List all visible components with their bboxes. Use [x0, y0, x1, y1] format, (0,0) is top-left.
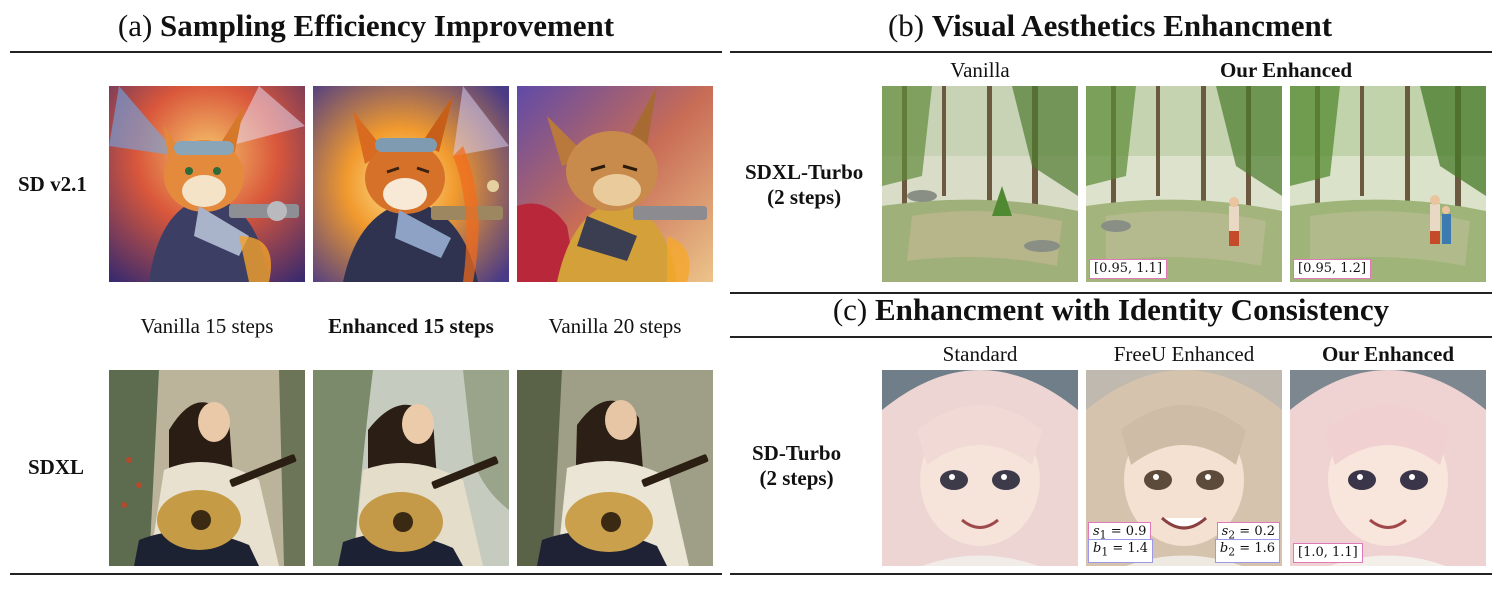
freeu-s2-value: 0.2: [1254, 524, 1275, 539]
col-label-enhanced-15: Enhanced 15 steps: [328, 314, 494, 338]
row-label-sd-turbo-line1: SD-Turbo: [752, 441, 842, 465]
scale-tag-095-11: [0.95, 1.1]: [1089, 259, 1168, 279]
row-label-sd-v21: SD v2.1: [18, 172, 87, 196]
row-label-sdxl-turbo-line2: (2 steps): [767, 184, 842, 209]
panel-a-title: (a) Sampling Efficiency Improvement: [10, 8, 722, 44]
fox-enhanced-15-image: [313, 86, 509, 282]
col-label-vanilla: Vanilla: [950, 58, 1010, 82]
anime-freeu-image: s1 = 0.9 s2 = 0.2 b1 = 1.4 b2 = 1.6: [1086, 370, 1282, 566]
anime-ours-image: [1.0, 1.1]: [1290, 370, 1486, 566]
lake-enhanced-1-image: [0.95, 1.1]: [1086, 86, 1282, 282]
row-label-sdxl-turbo: SDXL-Turbo (2 steps): [745, 160, 863, 210]
panel-c-title: (c) Enhancment with Identity Consistency: [730, 292, 1492, 328]
panel-b-top-rule: [730, 51, 1492, 53]
panel-a-top-rule: [10, 51, 722, 53]
fox-vanilla-15-image: [109, 86, 305, 282]
fox-vanilla-20-image: [517, 86, 713, 282]
freeu-b1-tag: b1 = 1.4: [1088, 539, 1154, 563]
col-label-vanilla-20: Vanilla 20 steps: [548, 314, 682, 338]
col-label-vanilla-15: Vanilla 15 steps: [140, 314, 274, 338]
anime-standard-image: [882, 370, 1078, 566]
panel-b-bottom-rule: [730, 292, 1492, 294]
panel-b-label: (b): [887, 8, 925, 43]
lute-vanilla-20-image: [517, 370, 713, 566]
panel-b-heading: Visual Aesthetics Enhancment: [931, 8, 1333, 43]
col-label-our-enhanced-b: Our Enhanced: [1219, 58, 1353, 82]
panel-c-heading: Enhancment with Identity Consistency: [875, 292, 1390, 327]
lake-enhanced-2-image: [0.95, 1.2]: [1290, 86, 1486, 282]
row-label-sdxl-turbo-line1: SDXL-Turbo: [745, 160, 864, 184]
row-label-sdxl: SDXL: [28, 455, 85, 479]
freeu-s1-value: 0.9: [1125, 524, 1147, 539]
panel-a-heading: Sampling Efficiency Improvement: [160, 8, 615, 43]
freeu-b2-tag: b2 = 1.6: [1214, 539, 1280, 563]
freeu-b1-value: 1.4: [1127, 541, 1149, 557]
panel-b-title: (b) Visual Aesthetics Enhancment: [730, 8, 1490, 44]
panel-c-bottom-rule: [730, 573, 1492, 575]
col-label-freeu-enhanced: FreeU Enhanced: [1113, 342, 1255, 366]
lake-vanilla-image: [882, 86, 1078, 282]
row-label-sd-turbo: SD-Turbo (2 steps): [752, 441, 841, 491]
lute-vanilla-15-image: [109, 370, 305, 566]
ours-scale-tag: [1.0, 1.1]: [1293, 543, 1363, 563]
panel-a-label: (a): [117, 8, 153, 43]
panel-c-label: (c): [832, 292, 868, 327]
panel-c-top-rule: [730, 336, 1492, 338]
panel-a-bottom-rule: [10, 573, 722, 575]
scale-tag-095-12: [0.95, 1.2]: [1293, 259, 1372, 279]
row-label-sd-turbo-line2: (2 steps): [759, 465, 834, 490]
col-label-standard: Standard: [942, 342, 1018, 366]
lute-enhanced-15-image: [313, 370, 509, 566]
col-label-our-enhanced-c: Our Enhanced: [1321, 342, 1455, 366]
freeu-b2-value: 1.6: [1254, 541, 1275, 557]
